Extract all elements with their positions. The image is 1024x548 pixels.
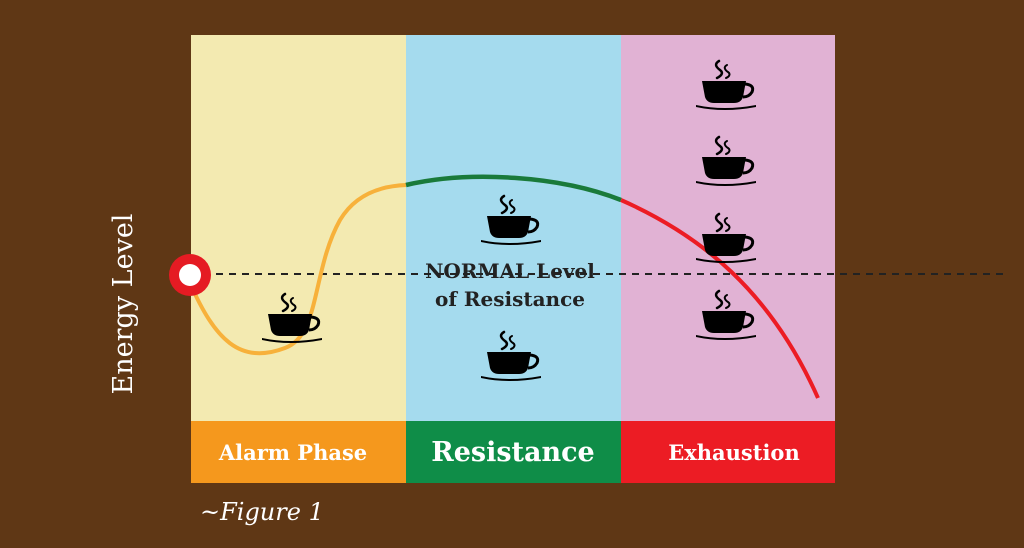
alarm-zone xyxy=(191,35,406,421)
alarm-phase-label: Alarm Phase xyxy=(218,440,367,465)
exhaustion-label-box xyxy=(621,421,835,483)
exhaustion-phase-label: Exhaustion xyxy=(668,440,799,465)
resistance-phase-label: Resistance xyxy=(431,437,595,468)
alarm-label-box xyxy=(191,421,406,483)
y-axis-label: Energy Level xyxy=(108,214,139,395)
resistance-label-box xyxy=(406,421,621,483)
figure-caption: ~Figure 1 xyxy=(200,498,324,526)
normal-level-text-line2: of Resistance xyxy=(435,287,585,311)
exhaustion-curve xyxy=(620,198,820,399)
resistance-curve xyxy=(405,174,622,203)
start-point-marker-center xyxy=(179,264,201,286)
normal-level-text-line1: NORMAL Level xyxy=(425,259,595,283)
